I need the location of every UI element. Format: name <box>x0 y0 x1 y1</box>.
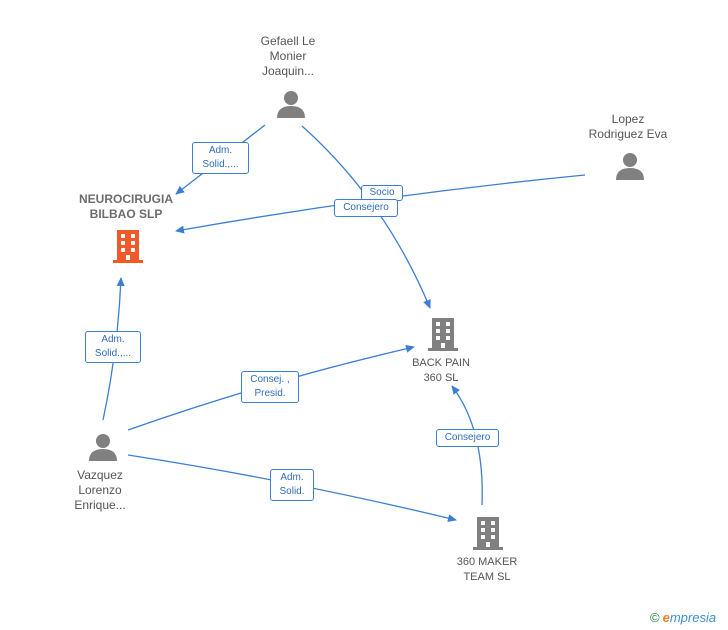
node-label-backpain[interactable]: BACK PAIN 360 SL <box>396 356 486 386</box>
edge-label-line: Socio <box>369 187 395 198</box>
node-label-line: Vazquez <box>77 468 123 482</box>
node-label-line: 360 SL <box>423 372 459 384</box>
edge-label-vazquez-maker[interactable]: Adm. Solid. <box>270 469 314 501</box>
person-icon-vazquez[interactable] <box>88 433 118 463</box>
node-label-vazquez[interactable]: Vazquez Lorenzo Enrique... <box>55 468 145 513</box>
edge-label-gefaell-neurocirugia[interactable]: Adm. Solid.,... <box>192 142 249 174</box>
node-label-line: Joaquin... <box>261 64 315 78</box>
node-label-neurocirugia[interactable]: NEUROCIRUGIA BILBAO SLP <box>60 192 192 222</box>
node-label-line: 360 MAKER <box>456 556 518 568</box>
edge-label-line: Adm. <box>280 472 304 483</box>
edge-label-line: Adm. <box>208 145 233 156</box>
node-label-line: BILBAO SLP <box>89 207 163 221</box>
edge-label-vazquez-backpain[interactable]: Consej. , Presid. <box>241 371 299 403</box>
brand-name: mpresia <box>669 610 717 625</box>
node-label-line: TEAM SL <box>463 571 511 583</box>
copyright-symbol: © <box>650 610 660 625</box>
node-label-line: NEUROCIRUGIA <box>78 192 173 206</box>
edge-label-line: Presid. <box>254 388 286 399</box>
node-label-gefaell[interactable]: Gefaell Le Monier Joaquin... <box>238 34 338 79</box>
edge-label-maker-backpain[interactable]: Consejero <box>436 429 499 447</box>
node-label-line: Rodriguez Eva <box>588 127 668 141</box>
edge-label-line: Solid. <box>279 486 305 497</box>
person-icon-lopez[interactable] <box>615 152 645 182</box>
edge-label-lopez-neurocirugia[interactable]: Consejero <box>334 199 398 217</box>
person-icon-gefaell[interactable] <box>276 90 306 120</box>
node-label-line: Enrique... <box>74 498 126 512</box>
building-icon-neurocirugia[interactable] <box>111 228 145 264</box>
edge-label-line: Consejero <box>343 202 389 213</box>
node-label-line: Lopez <box>611 112 645 126</box>
node-label-lopez[interactable]: Lopez Rodriguez Eva <box>572 112 684 142</box>
edge-gefaell-backpain <box>301 125 431 309</box>
edge-label-line: Consejero <box>444 432 491 443</box>
edge-label-line: Adm. <box>101 334 125 345</box>
edge-label-line: Solid.,... <box>202 159 239 170</box>
empresia-logo: ©empresia <box>650 610 716 625</box>
edge-label-line: Consej. , <box>250 374 290 385</box>
node-label-line: BACK PAIN <box>412 357 470 369</box>
node-label-maker[interactable]: 360 MAKER TEAM SL <box>441 555 533 585</box>
edge-label-line: Solid.,... <box>94 348 132 359</box>
node-label-line: Lorenzo <box>78 483 122 497</box>
brand-e: e <box>662 610 670 625</box>
building-icon-backpain[interactable] <box>426 316 460 352</box>
edge-label-vazquez-neurocirugia[interactable]: Adm. Solid.,... <box>85 331 141 363</box>
node-label-line: Gefaell Le <box>260 34 316 48</box>
building-icon-maker[interactable] <box>471 515 505 551</box>
node-label-line: Monier <box>269 49 307 63</box>
